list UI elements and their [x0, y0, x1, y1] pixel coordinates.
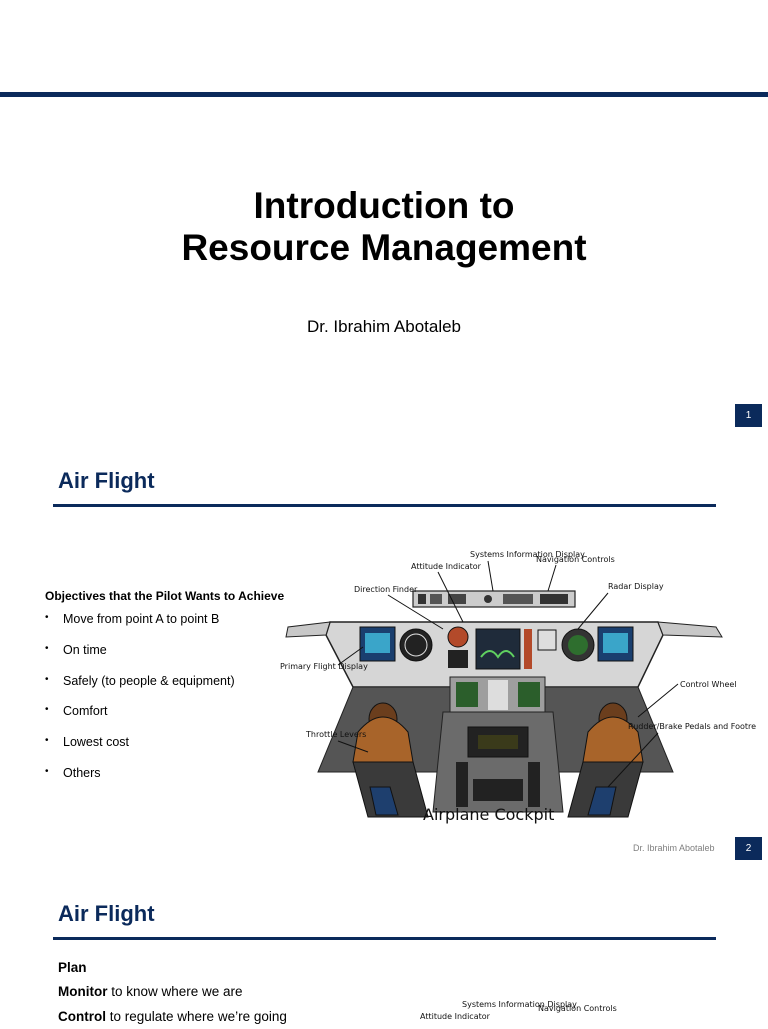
bullet-text: Move from point A to point B [63, 612, 220, 626]
bullet-text: Comfort [63, 704, 108, 719]
header-bar [0, 92, 768, 97]
bullet-icon: • [45, 704, 49, 716]
objectives-list: • Move from point A to point B • On time •… [45, 612, 235, 797]
slide-title-line1: Introduction to [253, 185, 515, 226]
slide-title-line2: Resource Management [181, 227, 587, 268]
plan-heading: Plan [58, 960, 87, 975]
objectives-heading: Objectives that the Pilot Wants to Achie… [45, 589, 285, 603]
label-throttle-levers: Throttle Levers [305, 730, 366, 739]
list-item: • Others [45, 766, 235, 797]
title-slide: Introduction to Resource Management Dr. … [0, 0, 768, 432]
control-bold: Control [58, 1009, 106, 1024]
bullet-text: Lowest cost [63, 735, 130, 750]
list-item: • Safely (to people & equipment) [45, 674, 235, 705]
list-item: • On time [45, 643, 235, 674]
bullet-text: Safely (to people & equipment) [63, 673, 235, 688]
label-rudder-pedals: Rudder/Brake Pedals and Footrests [628, 722, 756, 731]
author-name: Dr. Ibrahim Abotaleb [306, 317, 462, 336]
air-flight-slide: Air Flight Objectives that the Pilot Wan… [0, 432, 768, 864]
title-underline [53, 504, 716, 507]
bullet-icon: • [45, 612, 49, 623]
plan-text: Plan [58, 960, 87, 975]
page-number-badge: 1 [735, 404, 762, 427]
cockpit-illustration-partial: Systems Information Display Attitude Ind… [420, 1000, 617, 1021]
airplane-cockpit-illustration: Systems Information Display Attitude Ind… [280, 550, 756, 824]
page-number-badge: 2 [735, 837, 762, 860]
bullet-icon: • [45, 735, 49, 747]
bullet-icon: • [45, 765, 49, 777]
list-item: • Comfort [45, 704, 235, 735]
label-systems-display: Systems Information Display [462, 1000, 577, 1009]
monitor-rest: to know where we are [107, 984, 243, 999]
monitor-line: Monitor to know where we are [58, 984, 243, 999]
monitor-bold: Monitor [58, 984, 108, 999]
list-item: • Move from point A to point B [45, 612, 235, 643]
list-item: • Lowest cost [45, 735, 235, 766]
slide-title: Air Flight [58, 901, 155, 926]
label-systems-display: Systems Information Display [470, 550, 585, 559]
label-attitude-indicator: Attitude Indicator [411, 562, 482, 571]
bullet-text: On time [63, 642, 107, 657]
label-navigation-controls: Navigation Controls [538, 1004, 617, 1013]
label-direction-finder: Direction Finder [354, 585, 418, 594]
footer-author: Dr. Ibrahim Abotaleb [633, 843, 715, 853]
slide-title: Air Flight [58, 468, 155, 493]
label-attitude-indicator: Attitude Indicator [420, 1012, 491, 1021]
control-rest: to regulate where we’re going [106, 1009, 287, 1024]
label-primary-flight-display: Primary Flight Display [280, 662, 368, 671]
label-navigation-controls: Navigation Controls [536, 555, 615, 564]
figure-caption: Airplane Cockpit [423, 805, 554, 824]
bullet-icon: • [45, 673, 49, 685]
control-line: Control to regulate where we’re going [58, 1009, 287, 1024]
label-control-wheel: Control Wheel [680, 680, 737, 689]
title-underline [53, 937, 716, 940]
label-radar-display: Radar Display [608, 582, 664, 591]
air-flight-slide-2: Air Flight Plan Monitor to know where we… [0, 864, 768, 1024]
bullet-text: Others [63, 765, 101, 780]
bullet-icon: • [45, 642, 49, 654]
